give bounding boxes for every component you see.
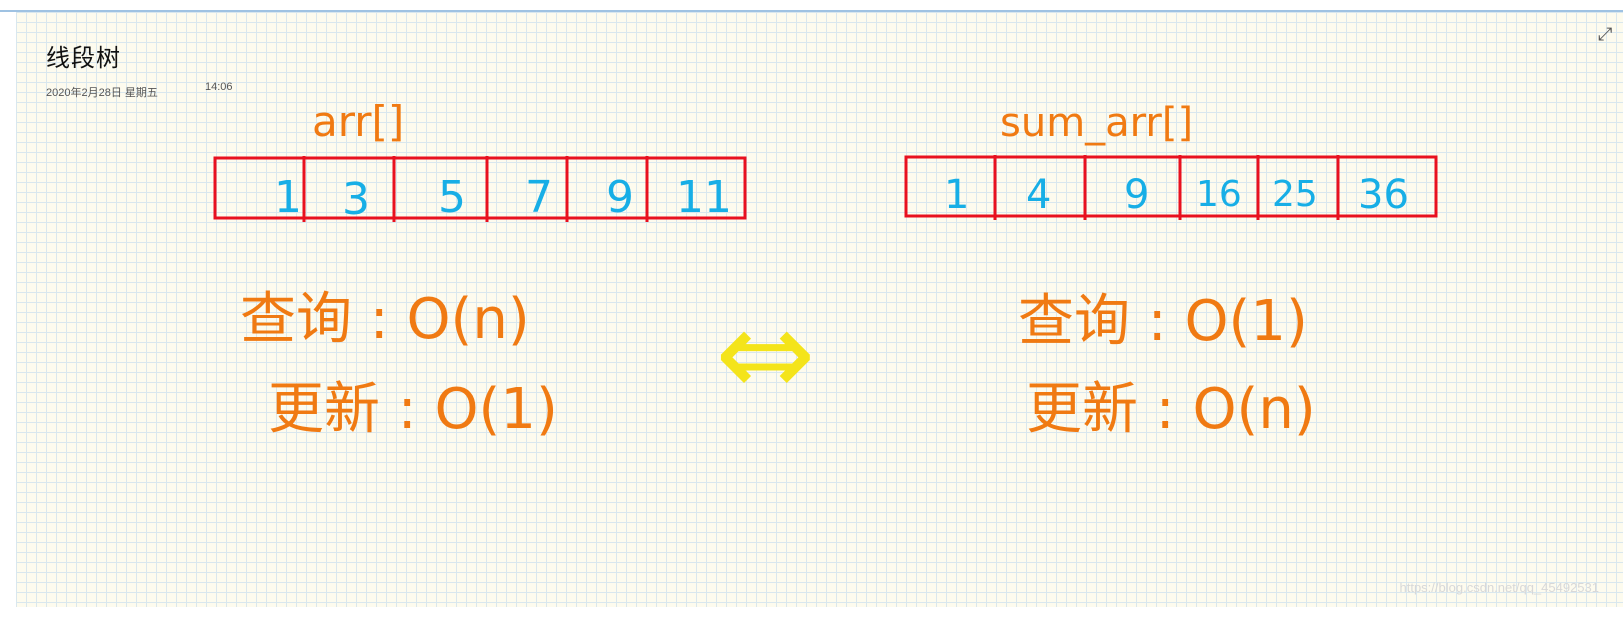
arr-cell: 3 (342, 174, 370, 225)
note-date: 2020年2月28日 星期五 (46, 87, 158, 99)
top-rule (0, 10, 1623, 12)
arr-cell: 1 (274, 172, 302, 223)
sum-arr-cell: 36 (1358, 172, 1409, 218)
arr-box (213, 156, 747, 220)
arr-cell: 9 (606, 172, 634, 223)
double-arrow-icon: ⇔ (715, 285, 816, 424)
arr-cell: 11 (676, 172, 732, 223)
sum-arr-cell: 25 (1272, 174, 1318, 215)
expand-icon[interactable]: ⤢ (1598, 24, 1613, 44)
sum-arr-cell: 16 (1196, 174, 1242, 215)
arr-query-complexity: 查询 : O(n) (240, 287, 530, 352)
sum-arr-update-complexity: 更新 : O(n) (1026, 377, 1316, 442)
sum-arr-label: sum_arr[] (1000, 100, 1193, 146)
arr-cell: 5 (438, 172, 466, 223)
watermark: https://blog.csdn.net/qq_45492531 (1399, 580, 1600, 595)
sum-arr-query-complexity: 查询 : O(1) (1018, 289, 1308, 354)
sum-arr-box (904, 155, 1438, 218)
sum-arr-cell: 9 (1124, 172, 1149, 218)
note-canvas[interactable] (16, 12, 1623, 607)
sum-arr-cell: 4 (1026, 172, 1051, 218)
page-title: 线段树 (46, 45, 121, 72)
arr-label: arr[] (312, 97, 404, 146)
sum-arr-cell: 1 (944, 172, 969, 218)
arr-update-complexity: 更新 : O(1) (268, 377, 558, 442)
arr-cell: 7 (525, 172, 553, 223)
note-time: 14:06 (205, 81, 233, 93)
